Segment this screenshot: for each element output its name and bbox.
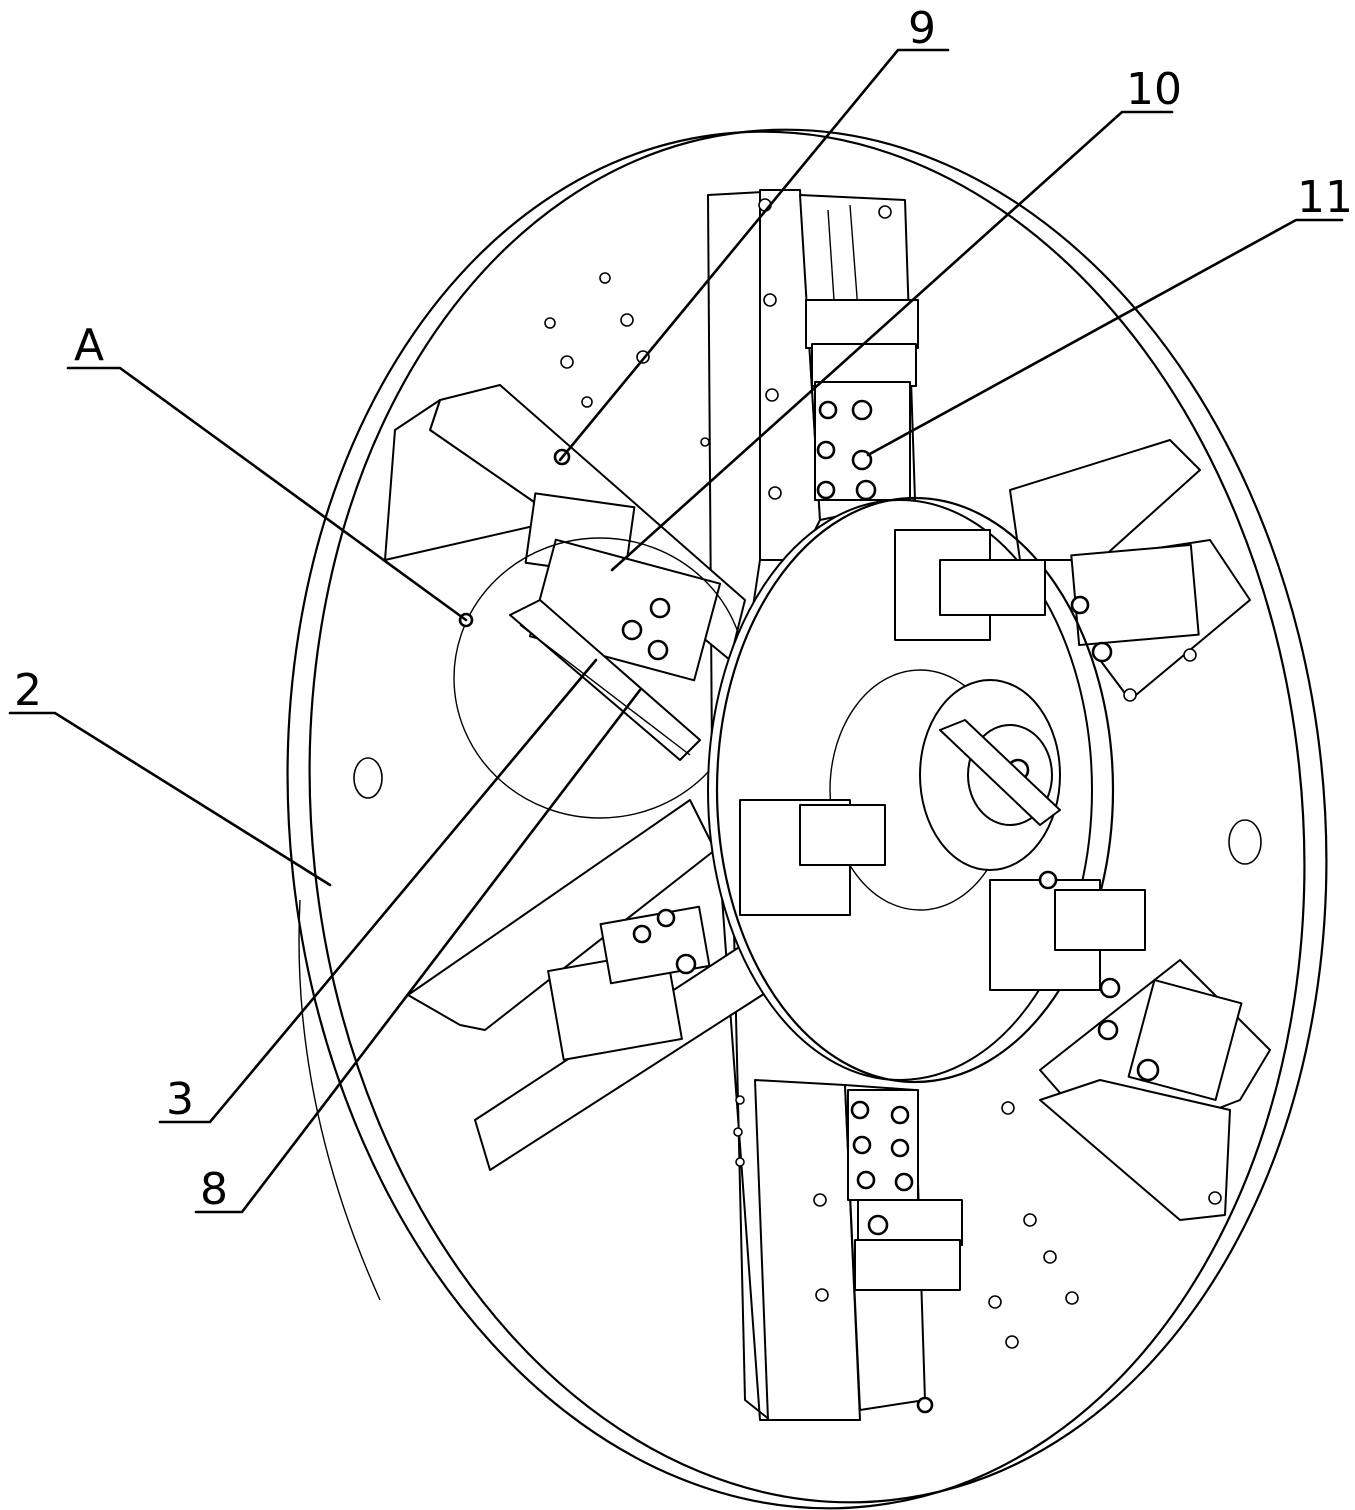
label-10: 10: [1126, 64, 1182, 115]
label-A: A: [74, 320, 104, 371]
upper-left-arm: [385, 385, 745, 760]
label-11: 11: [1297, 172, 1353, 223]
label-8: 8: [200, 1164, 228, 1215]
label-3: 3: [166, 1074, 194, 1125]
label-2: 2: [14, 665, 42, 716]
label-9: 9: [908, 3, 936, 54]
